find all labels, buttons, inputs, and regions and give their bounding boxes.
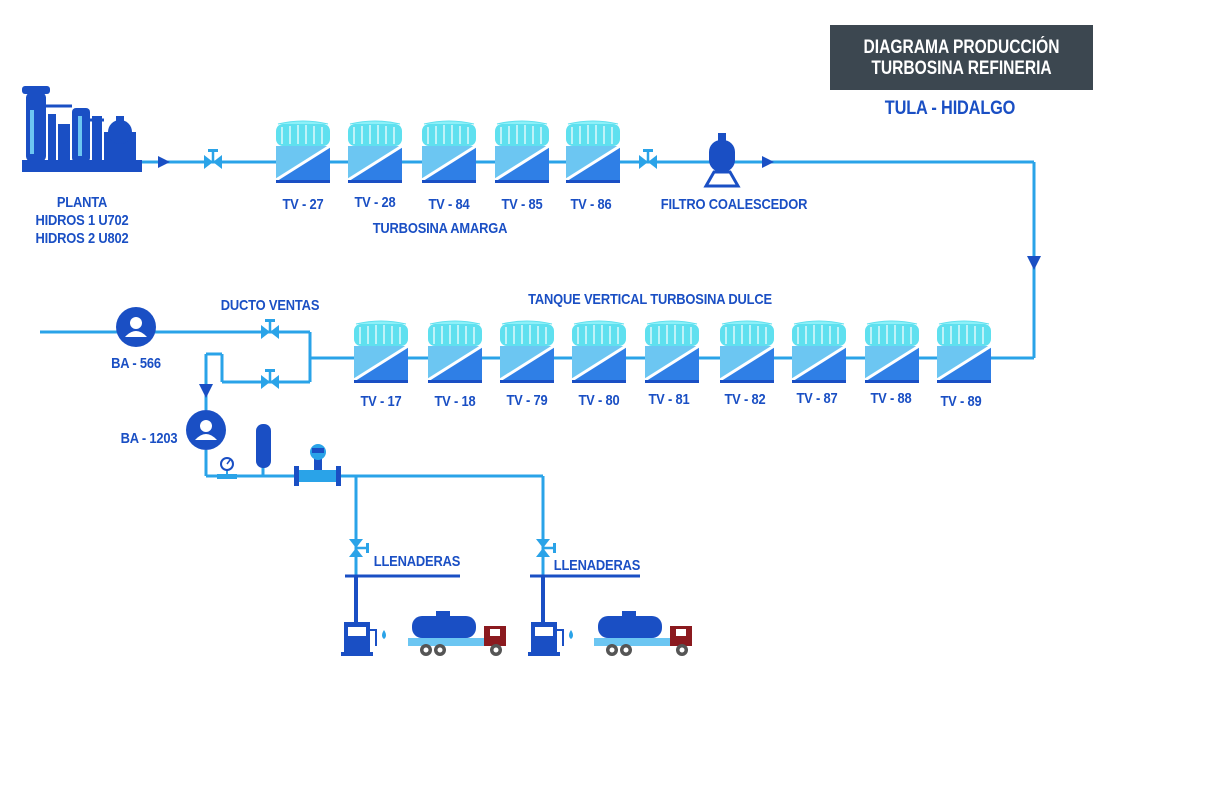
inlet-valve[interactable]	[202, 147, 224, 171]
tank-tv-84[interactable]	[420, 119, 478, 185]
tank-tv-81[interactable]	[643, 319, 701, 385]
plant-label: PLANTA	[56, 194, 108, 211]
arrow-right-icon	[158, 156, 170, 168]
tank-tv-17[interactable]	[352, 319, 410, 385]
pump-ba-566[interactable]	[116, 307, 156, 347]
arrow-down-icon	[199, 384, 213, 398]
loading-station-2-label: LLENADERAS	[553, 557, 641, 574]
filter-label: FILTRO COALESCEDOR	[660, 196, 808, 213]
surge-drum-icon	[256, 424, 271, 468]
ducto-valve[interactable]	[259, 317, 281, 341]
arrow-right-icon	[762, 156, 774, 168]
tank-label: TV - 85	[501, 196, 543, 213]
tank-label: TV - 17	[360, 393, 402, 410]
tank-tv-89[interactable]	[935, 319, 993, 385]
tanker-truck-2-icon	[594, 611, 692, 656]
title-line-2: TURBOSINA REFINERIA	[871, 58, 1052, 79]
dispenser-2-icon	[527, 621, 574, 657]
tank-label: TV - 80	[578, 392, 620, 409]
tank-tv-28[interactable]	[346, 119, 404, 185]
tank-label: TV - 28	[354, 194, 396, 211]
tank-tv-86[interactable]	[564, 119, 622, 185]
tank-label: TV - 87	[796, 390, 838, 407]
tank-label: TV - 89	[940, 393, 982, 410]
loading-valve-2[interactable]	[534, 537, 558, 559]
dispenser-1-icon	[340, 621, 387, 657]
tank-tv-80[interactable]	[570, 319, 628, 385]
sour-tanks-label: TURBOSINA AMARGA	[372, 220, 508, 237]
ducto-ventas-label: DUCTO VENTAS	[220, 297, 320, 314]
loading-station-1-label: LLENADERAS	[373, 553, 461, 570]
tank-tv-88[interactable]	[863, 319, 921, 385]
tank-label: TV - 82	[724, 391, 766, 408]
tank-tv-27[interactable]	[274, 119, 332, 185]
pressure-gauge-icon	[217, 457, 237, 479]
tank-label: TV - 88	[870, 390, 912, 407]
pump-ba-566-label: BA - 566	[111, 355, 161, 372]
arrow-down-icon	[1027, 256, 1041, 270]
flow-arrows	[158, 156, 1041, 398]
tank-label: TV - 84	[428, 196, 470, 213]
tank-label: TV - 81	[648, 391, 690, 408]
tank-tv-18[interactable]	[426, 319, 484, 385]
title-line-1: DIAGRAMA PRODUCCIÓN	[863, 37, 1060, 58]
filter-coalescer-icon	[703, 133, 741, 188]
tank-tv-85[interactable]	[493, 119, 551, 185]
bypass-valve[interactable]	[259, 367, 281, 391]
tank-label: TV - 86	[570, 196, 612, 213]
tank-tv-79[interactable]	[498, 319, 556, 385]
plant-unit-2-label: HIDROS 2 U802	[35, 230, 129, 247]
sweet-tanks-label: TANQUE VERTICAL TURBOSINA DULCE	[528, 291, 772, 308]
pump-ba-1203-label: BA - 1203	[120, 430, 178, 447]
tanker-truck-1-icon	[408, 611, 506, 656]
pump-ba-1203[interactable]	[186, 410, 226, 450]
loading-valve-1[interactable]	[347, 537, 371, 559]
tank-tv-87[interactable]	[790, 319, 848, 385]
title-box: DIAGRAMA PRODUCCIÓN TURBOSINA REFINERIA	[830, 25, 1093, 90]
flow-meter-icon	[294, 444, 341, 486]
tank-label: TV - 27	[282, 196, 324, 213]
plant-icon	[22, 86, 142, 172]
location-label: TULA - HIDALGO	[884, 98, 1016, 119]
plant-unit-1-label: HIDROS 1 U702	[35, 212, 129, 229]
tank-label: TV - 79	[506, 392, 548, 409]
tank-label: TV - 18	[434, 393, 476, 410]
filter-valve[interactable]	[637, 147, 659, 171]
tank-tv-82[interactable]	[718, 319, 776, 385]
